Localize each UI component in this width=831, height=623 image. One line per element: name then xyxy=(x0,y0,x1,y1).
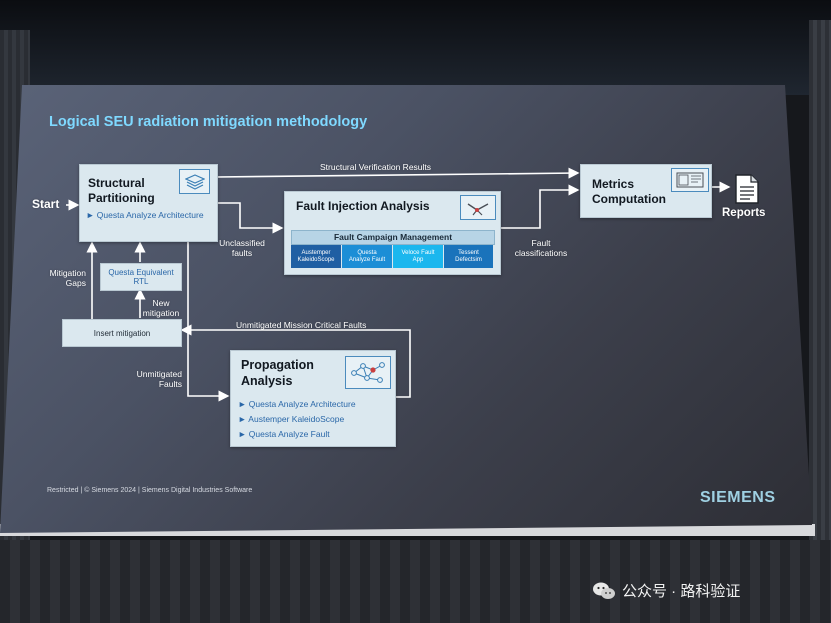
report-document-icon xyxy=(734,173,760,210)
metrics-computation-box: Metrics Computation xyxy=(580,164,712,218)
propagation-analysis-box: Propagation Analysis ► Questa Analyze Ar… xyxy=(230,350,396,447)
arrow-structural-verification xyxy=(215,167,580,179)
fault-injection-title: Fault Injection Analysis xyxy=(296,199,430,213)
room-ceiling xyxy=(0,0,831,95)
structural-bullet: ► Questa Analyze Architecture xyxy=(86,210,204,220)
equivalent-rtl-line2: RTL xyxy=(133,277,149,286)
arrow-fault-classifications xyxy=(500,184,580,229)
equivalent-rtl-line1: Questa Equivalent xyxy=(108,268,174,277)
layers-icon xyxy=(179,169,210,194)
structural-partitioning-box: Structural Partitioning ► Questa Analyze… xyxy=(79,164,218,242)
propagation-title-line2: Analysis xyxy=(241,374,293,388)
fault-injection-box: Fault Injection Analysis Fault Campaign … xyxy=(284,191,501,275)
dashboard-icon xyxy=(671,168,709,192)
metrics-title-line1: Metrics xyxy=(592,177,635,191)
propagation-title-line1: Propagation xyxy=(241,358,314,372)
arrow-unclassified-faults xyxy=(216,202,284,234)
fault-campaign-bar: Fault Campaign Management xyxy=(291,230,495,245)
network-graph-icon xyxy=(345,356,391,389)
room-wall-right xyxy=(809,20,831,550)
wechat-icon xyxy=(593,582,615,599)
insert-mitigation-box: Insert mitigation xyxy=(62,319,182,347)
arrow-unmitigated-faults xyxy=(187,241,230,402)
propagation-bullet-1: ► Questa Analyze Architecture xyxy=(238,399,356,409)
metrics-title-line2: Computation xyxy=(592,192,666,206)
slide-title: Logical SEU radiation mitigation methodo… xyxy=(49,114,368,130)
insert-mitigation-label: Insert mitigation xyxy=(93,329,151,338)
reports-label: Reports xyxy=(722,207,766,219)
start-label: Start xyxy=(32,197,60,211)
watermark-text: 公众号 · 路科验证 xyxy=(622,583,741,600)
fault-chip-icon xyxy=(460,195,496,220)
arrow-mission-critical-loop xyxy=(180,324,411,398)
siemens-logo: SIEMENS xyxy=(700,489,776,506)
equivalent-rtl-box: Questa Equivalent RTL xyxy=(100,263,182,291)
label-unmitigated-mission-critical-faults: Unmitigated Mission Critical Faults xyxy=(236,320,367,330)
structural-title-line2: Partitioning xyxy=(88,191,155,205)
structural-title-line1: Structural xyxy=(88,176,145,190)
fault-campaign-title: Fault Campaign Management xyxy=(333,232,453,242)
slide-footer: Restricted | © Siemens 2024 | Siemens Di… xyxy=(47,487,253,494)
room-floor xyxy=(0,540,831,623)
watermark: 公众号 · 路科验证 xyxy=(592,580,740,601)
propagation-bullet-3: ► Questa Analyze Fault xyxy=(238,429,330,439)
label-structural-verification-results: Structural Verification Results xyxy=(320,162,432,172)
projection-screen xyxy=(0,85,812,533)
propagation-bullet-2: ► Austemper KaleidoScope xyxy=(238,414,345,424)
